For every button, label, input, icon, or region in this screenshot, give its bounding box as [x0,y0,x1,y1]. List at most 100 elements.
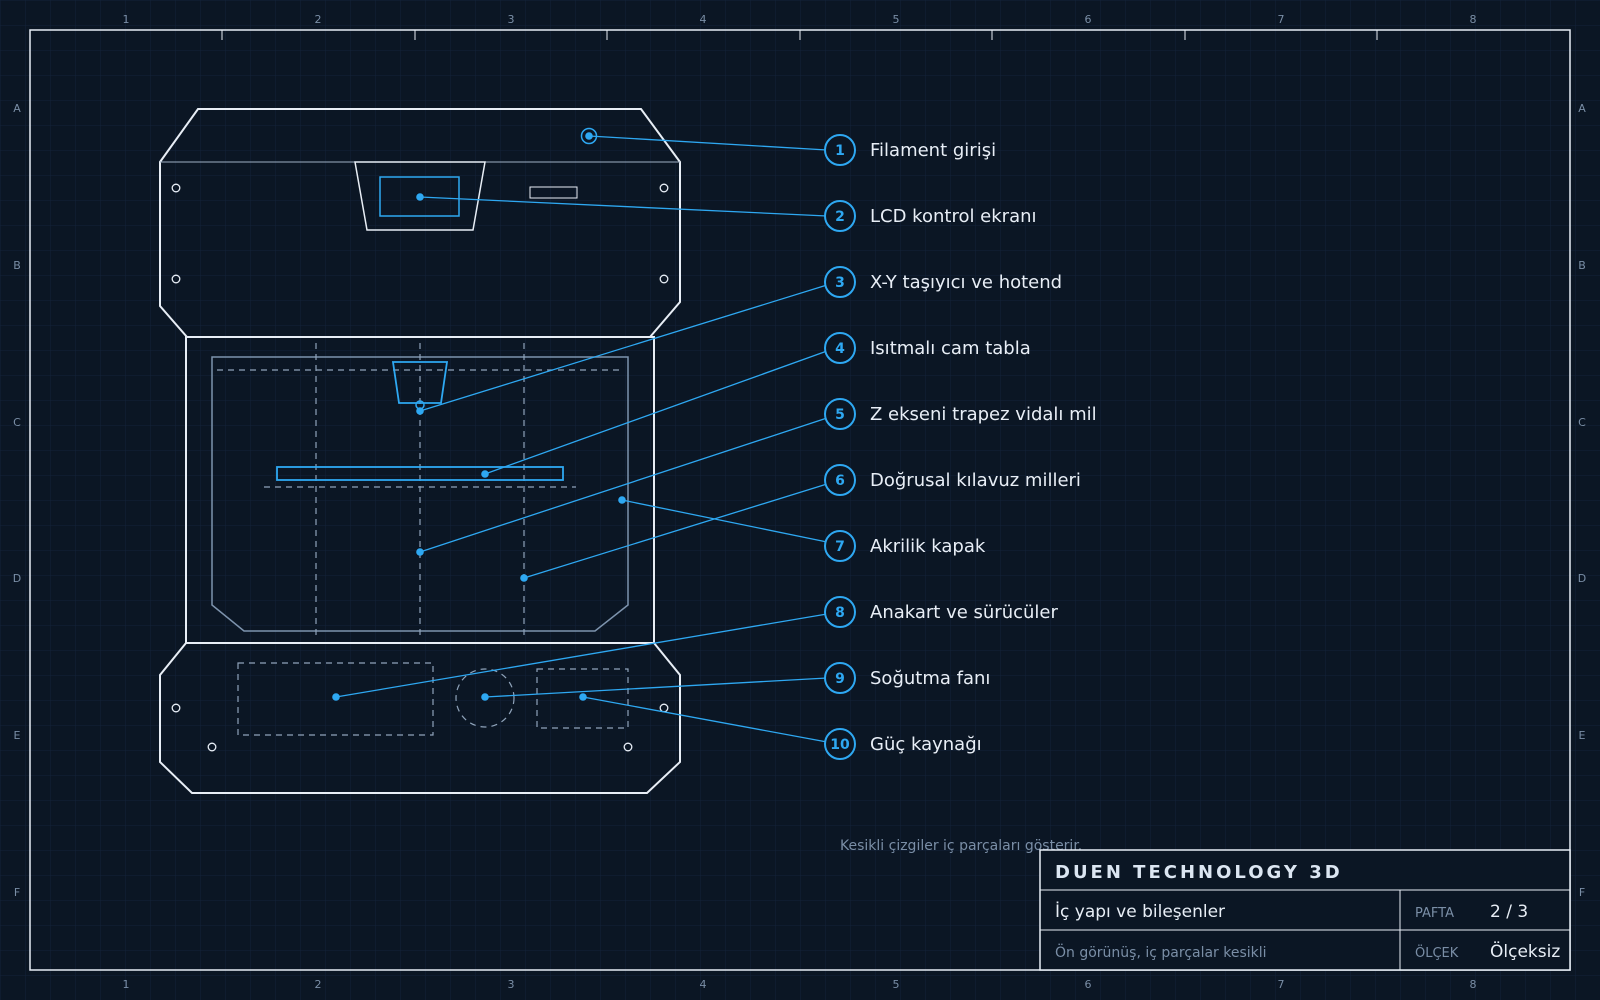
column-labels-top: 1 2 3 4 5 6 7 8 [123,13,1477,26]
row-label: B [13,259,21,272]
callout-bubble [824,200,856,232]
anchor-dot [416,407,424,415]
scale-value: Ölçeksiz [1490,940,1560,962]
leader-10 [582,696,828,743]
col-label: 1 [123,978,130,991]
callout-item: 8 Anakart ve sürücüler [824,596,1058,628]
scale-label: ÖLÇEK [1415,944,1459,961]
callout-number: 8 [835,605,845,621]
callout-bubble [824,332,856,364]
row-label: A [1578,102,1586,115]
row-labels-left: A B C D E F [13,102,21,899]
row-label: A [13,102,21,115]
frame-tick-marks [221,30,1378,40]
callout-item: 5 Z ekseni trapez vidalı mil [824,398,1097,430]
heated-bed [276,466,564,481]
callout-number: 1 [835,143,845,159]
row-label: F [1579,886,1585,899]
callout-bubble [824,530,856,562]
callout-label: Akrilik kapak [870,536,986,557]
row-label: D [1578,572,1586,585]
callout-label: Güç kaynağı [870,734,982,755]
callout-label: Doğrusal kılavuz milleri [870,470,1081,491]
callout-item: 4 Isıtmalı cam tabla [824,332,1031,364]
callout-label: Filament girişi [870,140,996,161]
screw-hole [207,742,217,752]
psu-outline [536,668,629,729]
col-label: 7 [1278,13,1285,26]
callout-number: 10 [830,737,850,753]
row-label: D [13,572,21,585]
callout-number: 7 [835,539,845,555]
screw-hole [171,274,181,284]
callout-number: 6 [835,473,845,489]
leader-lines [335,135,828,743]
callout-item: 1 Filament girişi [824,134,996,166]
leader-1 [588,135,828,151]
callout-number: 2 [835,209,845,225]
anchor-dot [332,693,340,701]
callout-label: X-Y taşıyıcı ve hotend [870,272,1062,293]
callout-bubble [824,134,856,166]
anchor-dot [618,496,626,504]
col-label: 4 [700,13,707,26]
hotend-carriage [391,361,449,404]
leader-6 [523,483,828,579]
anchor-dot [481,693,489,701]
anchor-dot [585,132,593,140]
col-label: 5 [893,13,900,26]
col-label: 2 [315,13,322,26]
col-label: 8 [1470,978,1477,991]
hidden-lines-chamber [217,343,623,637]
col-label: 3 [508,978,515,991]
leader-8 [335,613,828,698]
leader-5 [419,417,828,553]
callout-number: 4 [835,341,845,357]
drawing-subtitle: Ön görünüş, iç parçalar kesikli [1055,943,1267,961]
mainboard-outline [237,662,434,736]
screw-hole [659,183,669,193]
anchor-dot [520,574,528,582]
screw-hole [171,183,181,193]
row-labels-right: A B C D E F [1578,102,1586,899]
row-label: B [1578,259,1586,272]
anchor-dot [416,548,424,556]
callout-bubble [824,266,856,298]
callout-label: Z ekseni trapez vidalı mil [870,404,1097,425]
callout-label: Isıtmalı cam tabla [870,338,1031,359]
callout-bubble [824,464,856,496]
title-block-frame [1039,849,1571,971]
col-label: 8 [1470,13,1477,26]
leader-anchors [332,132,626,701]
lcd-bezel [354,161,486,231]
company-name: DUEN TECHNOLOGY 3D [1055,862,1343,883]
leader-3 [419,284,828,412]
title-block: DUEN TECHNOLOGY 3D İç yapı ve bileşenler… [1039,849,1571,971]
fan-outline [455,668,515,728]
callout-item: 6 Doğrusal kılavuz milleri [824,464,1081,496]
col-label: 2 [315,978,322,991]
callout-item: 7 Akrilik kapak [824,530,986,562]
sheet-label: PAFTA [1415,906,1454,921]
sheet-value: 2 / 3 [1490,902,1528,922]
callout-number: 3 [835,275,845,291]
callout-item: 3 X-Y taşıyıcı ve hotend [824,266,1062,298]
leader-4 [484,350,828,475]
leader-7 [621,499,828,543]
callout-label: Anakart ve sürücüler [870,602,1058,623]
screw-hole [171,703,181,713]
callout-bubble [824,596,856,628]
callout-bubble [824,398,856,430]
col-label: 5 [893,978,900,991]
callout-label: Soğutma fanı [870,668,990,689]
row-label: F [14,886,20,899]
col-label: 6 [1085,978,1092,991]
printer-drawing [159,108,681,794]
callout-number: 9 [835,671,845,687]
lcd-screen [379,176,460,217]
column-labels-bottom: 1 2 3 4 5 6 7 8 [123,978,1477,991]
leader-9 [484,677,828,698]
col-label: 4 [700,978,707,991]
callout-item: 10 Güç kaynağı [824,728,982,760]
